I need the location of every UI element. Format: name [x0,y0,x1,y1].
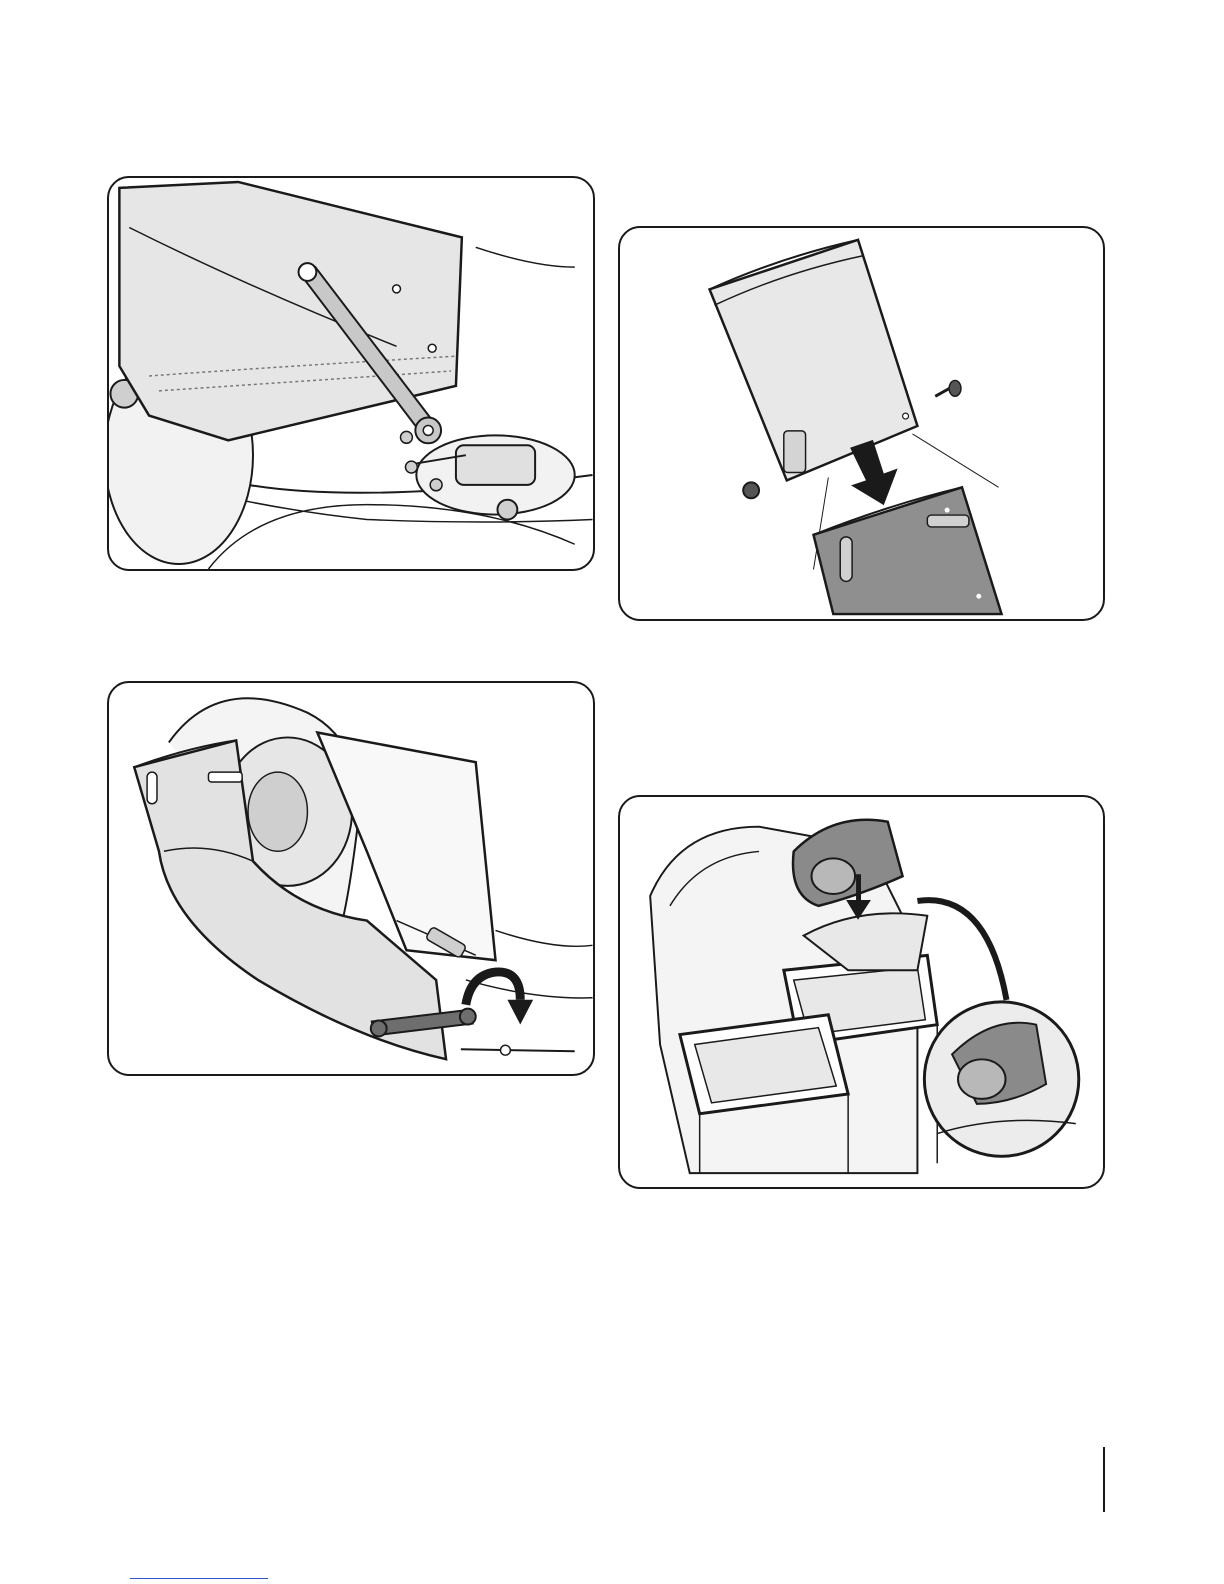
page-edge-rule [1103,1447,1105,1512]
figure-chute-lever [107,681,595,1076]
footer-link-underline[interactable] [130,1578,268,1579]
illustration-chute-lever [109,683,593,1074]
figure-tube-assembly [618,226,1105,621]
illustration-chute-bracket [109,178,593,569]
figure-bag-frame [618,795,1105,1189]
figure-chute-bracket [107,176,595,571]
illustration-tube-assembly [620,228,1103,619]
illustration-bag-frame [620,797,1103,1187]
